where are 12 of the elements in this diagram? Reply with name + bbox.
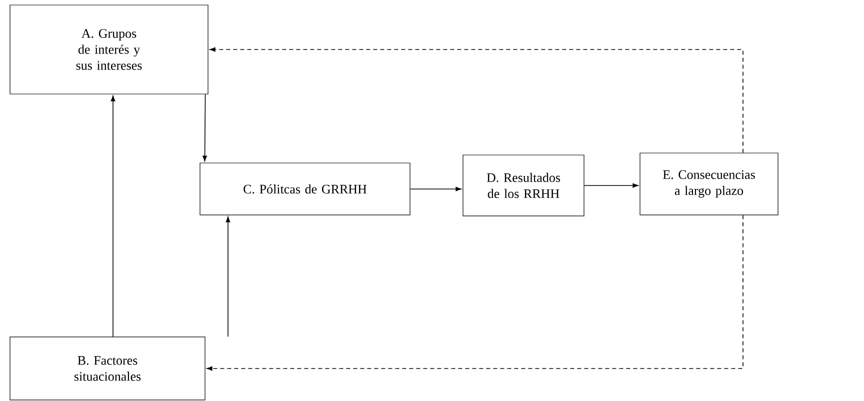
arrow <box>206 214 744 371</box>
process-box: E. Consecuencias a largo plazo <box>640 152 778 216</box>
arrow <box>110 96 116 338</box>
arrow <box>210 47 744 154</box>
arrow <box>584 183 638 188</box>
arrow <box>202 94 207 162</box>
arrow <box>226 216 230 338</box>
process-box: C. Pólitcas de GRRHH <box>200 162 410 216</box>
process-box: A. Grupos de interés y sus intereses <box>10 4 208 94</box>
process-box: B. Factores situacionales <box>10 336 206 400</box>
process-box: D. Resultados de los RRHH <box>462 154 584 216</box>
arrow <box>410 186 462 192</box>
